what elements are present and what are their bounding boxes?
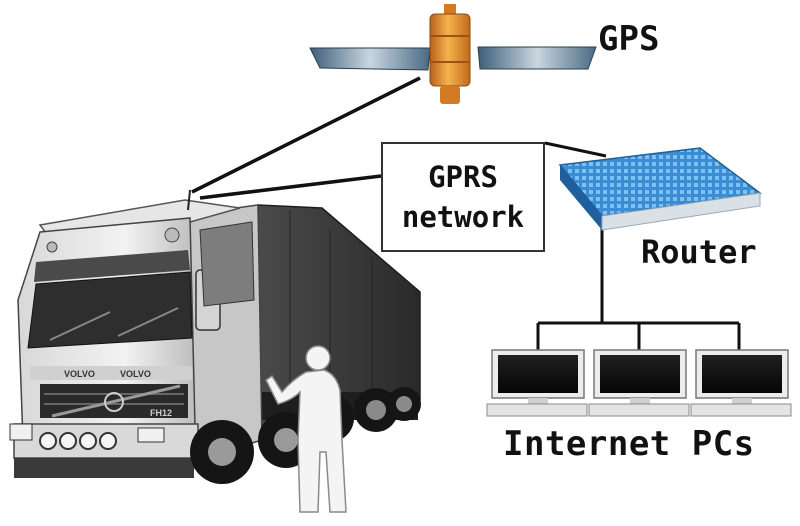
volvo-emblem <box>104 392 124 412</box>
gps-label: GPS <box>598 19 660 59</box>
gprs-network-box: GPRS network <box>381 142 545 252</box>
monitor-screen <box>600 355 680 393</box>
pc-1 <box>486 349 588 417</box>
person-head <box>305 345 331 371</box>
satellite-antenna <box>444 4 456 16</box>
pc-stand <box>630 398 650 404</box>
gprs-label-line1: GPRS <box>428 160 498 194</box>
sun-visor <box>34 250 190 282</box>
pc-stand <box>528 398 548 404</box>
truck-antenna <box>187 189 191 211</box>
windshield <box>27 271 193 349</box>
roof-light <box>46 241 58 253</box>
satellite-base <box>440 86 460 104</box>
fog-light <box>59 432 77 450</box>
fog-light <box>39 432 57 450</box>
truck-to-gprs-link <box>199 174 382 200</box>
truck-icon: VOLVO VOLVO FH12 <box>9 189 421 484</box>
truck-grille-brand: VOLVO <box>64 369 95 379</box>
headlight <box>137 427 165 443</box>
pc-2 <box>588 349 690 417</box>
pc-stand <box>732 398 752 404</box>
person-icon <box>265 345 347 513</box>
satellite-icon <box>309 4 597 104</box>
wiper <box>117 307 179 337</box>
keyboard <box>486 403 588 417</box>
fog-light <box>79 432 97 450</box>
door-window <box>199 221 255 307</box>
satellite-body <box>429 13 471 87</box>
cab-step <box>14 458 194 478</box>
right-solar-panel <box>477 46 597 70</box>
router-icon <box>558 147 762 231</box>
roof-light <box>164 227 180 243</box>
fog-light <box>99 432 117 450</box>
person-body <box>265 369 347 513</box>
grille-strip <box>30 366 192 380</box>
wheel-hub <box>366 400 386 420</box>
wiper <box>49 311 111 341</box>
satellite-to-truck-link <box>191 76 421 194</box>
left-solar-panel <box>309 47 431 71</box>
grille-diagonal <box>51 384 181 418</box>
internet-pcs-label: Internet PCs <box>503 424 755 464</box>
wheel-hub <box>274 428 298 452</box>
router-front <box>560 165 602 230</box>
monitor-screen <box>498 355 578 393</box>
truck-cab-brand: VOLVO <box>120 369 151 379</box>
gprs-to-router-link <box>544 141 607 158</box>
keyboard <box>588 403 690 417</box>
router-label: Router <box>641 233 757 271</box>
wheel-hub <box>396 396 412 412</box>
keyboard <box>690 403 792 417</box>
wheel-hub <box>208 438 236 466</box>
connection-lines <box>191 76 741 350</box>
router-side <box>601 192 761 231</box>
gprs-label-line2: network <box>401 200 525 234</box>
headlight <box>9 423 33 441</box>
monitor-screen <box>702 355 782 393</box>
pc-3 <box>690 349 792 417</box>
truck-model: FH12 <box>150 408 172 418</box>
